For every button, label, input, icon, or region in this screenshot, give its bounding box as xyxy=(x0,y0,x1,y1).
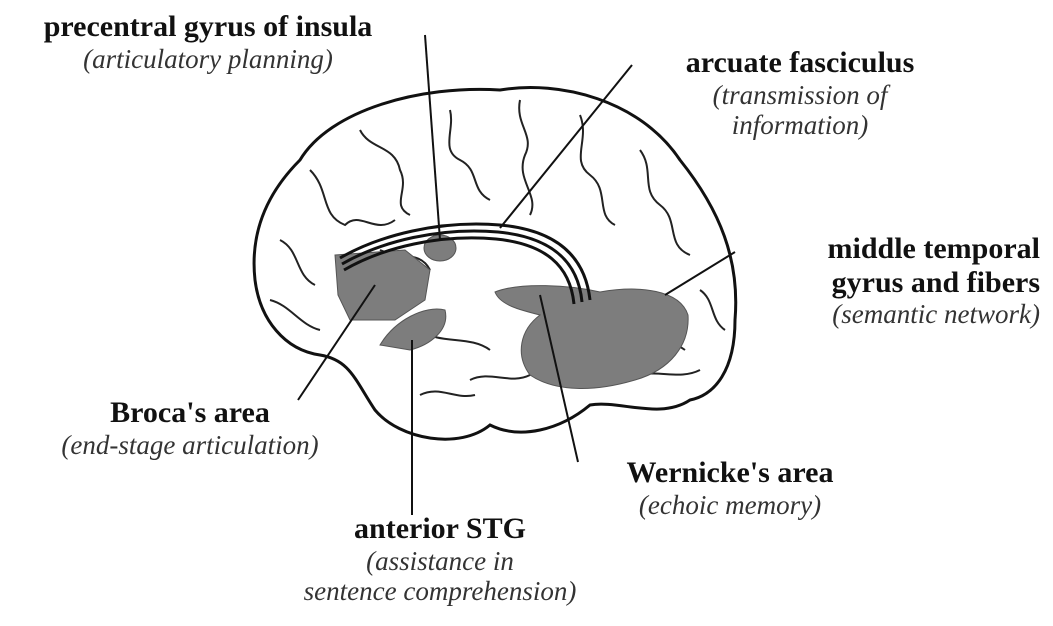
label-insula: precentral gyrus of insula (articulatory… xyxy=(8,10,408,74)
label-broca: Broca's area (end-stage articulation) xyxy=(10,396,370,460)
mtg-title-1: middle temporal xyxy=(730,232,1040,266)
label-arcuate: arcuate fasciculus (transmission of info… xyxy=(640,46,960,140)
stg-subtitle-1: (assistance in xyxy=(270,546,610,576)
label-anterior-stg: anterior STG (assistance in sentence com… xyxy=(270,512,610,606)
label-middle-temporal: middle temporal gyrus and fibers (semant… xyxy=(730,232,1040,329)
broca-subtitle: (end-stage articulation) xyxy=(10,430,370,460)
insula-subtitle: (articulatory planning) xyxy=(8,44,408,74)
arcuate-title: arcuate fasciculus xyxy=(640,46,960,80)
brain-outline xyxy=(254,88,736,440)
wernicke-title: Wernicke's area xyxy=(580,456,880,490)
broca-title: Broca's area xyxy=(10,396,370,430)
arcuate-subtitle-1: (transmission of xyxy=(640,80,960,110)
insula-title: precentral gyrus of insula xyxy=(8,10,408,44)
stg-title: anterior STG xyxy=(270,512,610,546)
arcuate-subtitle-2: information) xyxy=(640,110,960,140)
wernicke-subtitle: (echoic memory) xyxy=(580,490,880,520)
stg-subtitle-2: sentence comprehension) xyxy=(270,576,610,606)
label-wernicke: Wernicke's area (echoic memory) xyxy=(580,456,880,520)
mtg-subtitle: (semantic network) xyxy=(730,299,1040,329)
mtg-title-2: gyrus and fibers xyxy=(730,266,1040,300)
